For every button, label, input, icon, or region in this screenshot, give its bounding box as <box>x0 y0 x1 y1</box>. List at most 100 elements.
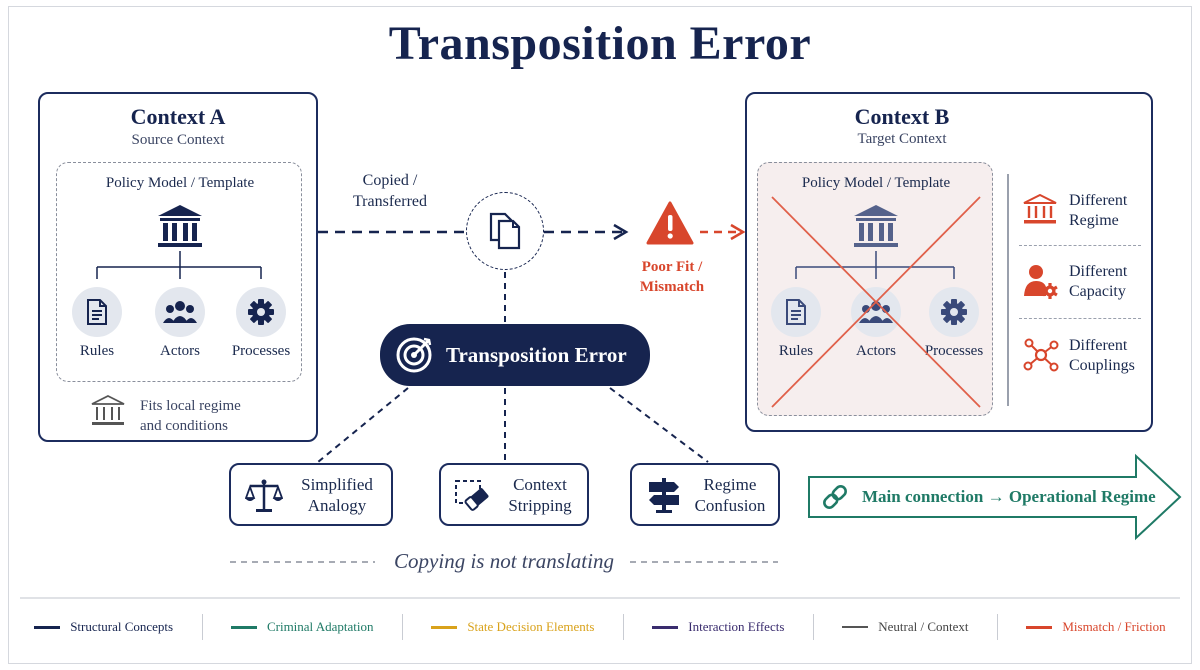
pill-to-confusion-line <box>609 387 709 463</box>
context-a-footer: Fits local regime and conditions <box>140 396 241 436</box>
error-regime-confusion-line2: Confusion <box>694 495 766 515</box>
eraser-icon <box>455 479 489 511</box>
copy-icon <box>489 212 521 250</box>
main-connection-arrow <box>808 453 1182 541</box>
legend-label: Interaction Effects <box>688 619 785 634</box>
error-context-stripping-label: Context Stripping <box>493 474 587 516</box>
mismatch-arrowhead <box>730 223 746 241</box>
context-b-subtitle: Target Context <box>857 131 947 147</box>
warning-icon <box>646 201 694 245</box>
error-context-stripping-line1: Context <box>513 474 567 494</box>
difference-capacity-line2: Capacity <box>1069 283 1126 300</box>
error-context-stripping-line2: Stripping <box>508 495 572 515</box>
context-b-item-processes: Processes <box>924 343 984 359</box>
transposition-error-label: Transposition Error <box>446 342 627 367</box>
gear-icon <box>929 287 979 337</box>
network-icon <box>1023 338 1059 372</box>
legend-separator <box>622 614 624 640</box>
transposition-error-pill: Transposition Error <box>380 324 650 386</box>
mismatch-label: Poor Fit / Mismatch <box>620 257 724 297</box>
scales-icon <box>245 479 283 512</box>
legend-swatch <box>230 625 257 629</box>
transfer-label-line2: Transferred <box>352 193 428 210</box>
mismatch-label-line1: Poor Fit / <box>641 259 703 275</box>
bank-icon <box>1023 194 1057 224</box>
actors-icon <box>155 287 205 337</box>
context-a-item-actors: Actors <box>160 343 200 359</box>
bank-icon <box>158 205 202 247</box>
mismatch-label-line2: Mismatch <box>639 279 705 295</box>
error-regime-confusion-label: Regime Confusion <box>682 474 778 516</box>
context-a-item-processes: Processes <box>231 343 291 359</box>
legend-label: State Decision Elements <box>467 619 595 634</box>
transfer-arrowhead <box>613 223 629 241</box>
error-regime-confusion-line1: Regime <box>703 474 757 494</box>
difference-regime: Different Regime <box>1069 191 1127 231</box>
context-a-template-label: Policy Model / Template <box>105 175 255 191</box>
error-simplified-analogy-label: Simplified Analogy <box>283 474 391 516</box>
legend-item-state: State Decision Elements <box>431 619 594 635</box>
bank-icon <box>854 205 898 247</box>
pill-to-analogy-line <box>317 387 409 463</box>
legend-separator <box>812 614 814 640</box>
legend-separator <box>996 614 998 640</box>
error-simplified-analogy-line1: Simplified <box>301 474 373 494</box>
signpost-icon <box>649 477 679 513</box>
context-b-item-actors: Actors <box>856 343 896 359</box>
legend-item-structural: Structural Concepts <box>34 619 173 635</box>
legend-item-neutral: Neutral / Context <box>842 619 969 635</box>
main-connection: Main connection → Operational Regime <box>820 482 1156 512</box>
legend-label: Structural Concepts <box>70 619 174 634</box>
actors-icon <box>851 287 901 337</box>
difference-regime-line1: Different <box>1069 192 1128 209</box>
context-b-title: Context B <box>854 104 950 129</box>
context-a-title: Context A <box>130 104 226 129</box>
error-context-stripping: Context Stripping <box>439 463 589 526</box>
context-b-tree <box>795 205 955 279</box>
context-a-tree <box>96 205 262 279</box>
error-simplified-analogy-line2: Analogy <box>307 495 367 515</box>
main-connection-label: Main connection → Operational Regime <box>862 487 1156 506</box>
gear-icon <box>236 287 286 337</box>
legend-separator <box>201 614 203 640</box>
legend-separator <box>401 614 403 640</box>
legend-item-criminal: Criminal Adaptation <box>230 619 374 635</box>
link-icon <box>823 485 847 509</box>
context-a-panel: Context A Source Context Policy Model / … <box>38 92 318 442</box>
difference-divider <box>1019 245 1141 246</box>
page-title: Transposition Error <box>388 17 812 70</box>
bank-outline-icon <box>91 394 125 425</box>
transfer-label: Copied / Transferred <box>330 170 450 212</box>
context-a-footer-line1: Fits local regime <box>140 398 241 414</box>
copy-node <box>466 192 544 270</box>
difference-couplings-line2: Couplings <box>1069 357 1135 374</box>
document-icon <box>771 287 821 337</box>
transfer-label-line1: Copied / <box>362 172 418 189</box>
difference-divider <box>1019 318 1141 319</box>
context-b-divider <box>1007 174 1009 406</box>
legend: Structural Concepts Criminal Adaptation … <box>20 612 1180 642</box>
context-a-template-box: Policy Model / Template <box>56 162 302 382</box>
legend-item-interaction: Interaction Effects <box>652 619 784 635</box>
legend-label: Neutral / Context <box>878 619 969 634</box>
context-a-footer-line2: and conditions <box>140 418 228 434</box>
legend-swatch <box>431 625 458 629</box>
outer-frame <box>8 6 1192 664</box>
context-b-panel: Context B Target Context Policy Model / … <box>745 92 1153 432</box>
legend-label: Criminal Adaptation <box>266 619 374 634</box>
target-icon <box>396 337 432 373</box>
context-a-subtitle: Source Context <box>131 132 225 148</box>
document-icon <box>72 287 122 337</box>
context-a-item-rules: Rules <box>79 343 115 359</box>
person-gear-icon <box>1024 265 1058 299</box>
legend-swatch <box>652 625 679 629</box>
context-b-template-label: Policy Model / Template <box>801 175 951 191</box>
mismatch-cross-icon <box>771 196 981 408</box>
context-b-item-rules: Rules <box>778 343 814 359</box>
error-simplified-analogy: Simplified Analogy <box>229 463 393 526</box>
legend-item-mismatch: Mismatch / Friction <box>1026 619 1166 635</box>
difference-regime-line2: Regime <box>1069 212 1119 229</box>
legend-label: Mismatch / Friction <box>1062 619 1166 634</box>
difference-couplings: Different Couplings <box>1069 336 1135 376</box>
